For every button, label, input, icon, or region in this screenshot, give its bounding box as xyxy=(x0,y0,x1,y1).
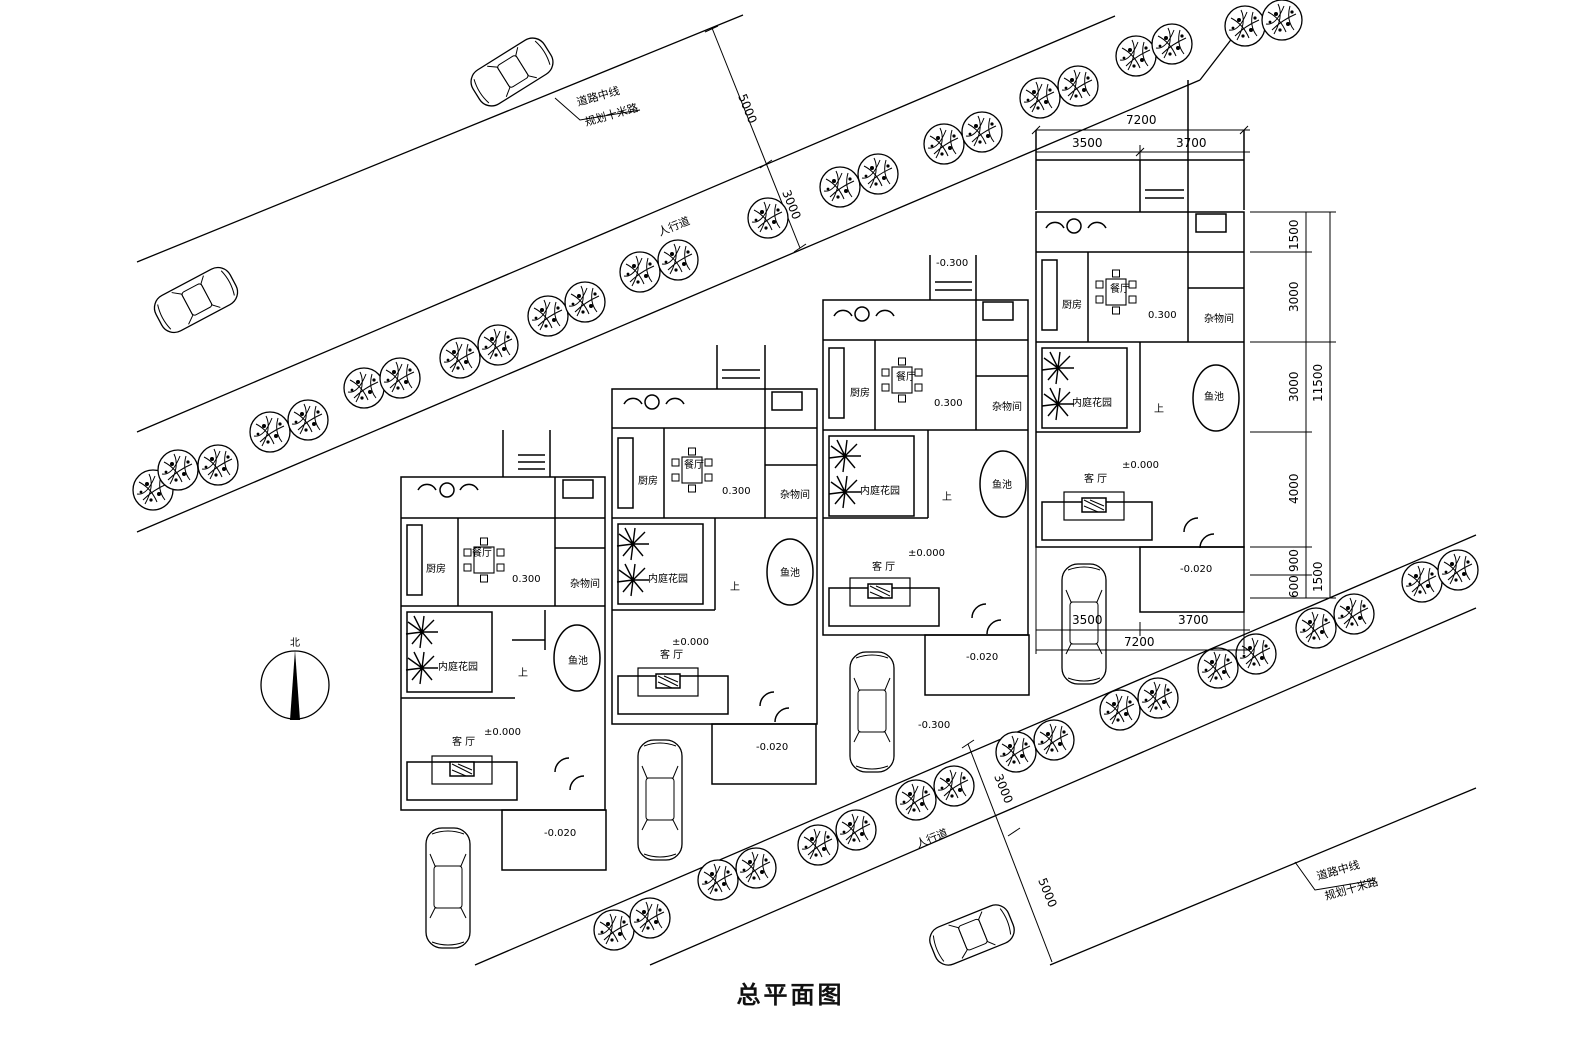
south-road-dimensions xyxy=(961,739,1053,963)
unit-4 xyxy=(1035,80,1245,613)
unit-1-kitchen-label: 厨房 xyxy=(426,562,446,575)
unit-4-side-dimensions xyxy=(1250,211,1336,599)
unit-2-living-label: 客 厅 xyxy=(660,648,683,661)
unit-2-storage-label: 杂物间 xyxy=(780,488,810,501)
unit-1-palm-1 xyxy=(405,615,439,649)
unit-4-palm-1 xyxy=(1041,351,1075,385)
dim-width-3500-top: 3500 xyxy=(1072,136,1103,150)
unit-4-kitchen-label: 厨房 xyxy=(1062,298,1082,311)
unit-1-level-living: ±0.000 xyxy=(484,727,521,738)
dim-depth-600: 600 xyxy=(1287,575,1301,598)
road-centerline-label-north: 道路中线 xyxy=(575,83,621,109)
dim-depth-900: 900 xyxy=(1287,549,1301,572)
unit-1-dining-label: 餐厅 xyxy=(472,546,492,559)
unit-4-level-living: ±0.000 xyxy=(1122,460,1159,471)
unit-3-courtyard-label: 内庭花园 xyxy=(860,484,900,497)
unit-1-dining-table xyxy=(463,537,505,583)
unit-3-level-living: ±0.000 xyxy=(908,548,945,559)
unit-3-car xyxy=(849,651,895,773)
unit-2-pond-label: 鱼池 xyxy=(780,566,800,579)
unit-4-living-sofa xyxy=(1063,491,1125,521)
unit-4-storage-label: 杂物间 xyxy=(1204,312,1234,325)
unit-3-pond-label: 鱼池 xyxy=(992,478,1012,491)
unit-1-level-entry: -0.020 xyxy=(544,828,576,839)
road-label-leader-south xyxy=(1294,861,1376,891)
unit-2-living-sofa xyxy=(637,667,699,697)
unit-3 xyxy=(822,255,1030,696)
unit-3-level-front: -0.300 xyxy=(918,720,950,731)
unit-1-up-label: 上 xyxy=(518,667,528,679)
dim-road-5000-north: 5000 xyxy=(735,92,759,126)
dim-depth-3000b: 3000 xyxy=(1287,371,1301,402)
dim-width-3700-bottom: 3700 xyxy=(1178,613,1209,627)
unit-1-living-sofa xyxy=(431,755,493,785)
unit-1-courtyard-label: 内庭花园 xyxy=(438,660,478,673)
dim-width-3500-bottom: 3500 xyxy=(1072,613,1103,627)
unit-2-up-label: 上 xyxy=(730,581,740,593)
dim-depth-1500: 1500 xyxy=(1287,219,1301,250)
unit-2-kitchen-label: 厨房 xyxy=(638,474,658,487)
road-north xyxy=(136,14,1251,533)
unit-3-living-sofa xyxy=(849,577,911,607)
unit-4-dining-label: 餐厅 xyxy=(1110,282,1130,295)
unit-1-storage-label: 杂物间 xyxy=(570,577,600,590)
trees-north xyxy=(132,0,1303,511)
unit-4-living-label: 客 厅 xyxy=(1084,472,1107,485)
north-label: 北 xyxy=(290,637,300,649)
car-road-south xyxy=(924,900,1020,970)
dim-width-7200-bottom: 7200 xyxy=(1124,635,1155,649)
unit-3-palm-2 xyxy=(828,475,862,509)
dim-road-5000-south: 5000 xyxy=(1035,876,1059,910)
unit-4-palm-2 xyxy=(1041,387,1075,421)
unit-2-palm-1 xyxy=(616,527,650,561)
unit-2-palm-2 xyxy=(616,563,650,597)
unit-4-bottom-dimensions xyxy=(1035,540,1250,654)
road-south xyxy=(474,534,1477,966)
page-title: 总平面图 xyxy=(736,981,845,1009)
unit-1-palm-2 xyxy=(405,651,439,685)
unit-1-level-dining: 0.300 xyxy=(512,574,541,585)
unit-3-dining-label: 餐厅 xyxy=(896,370,916,383)
unit-2-level-dining: 0.300 xyxy=(722,486,751,497)
unit-2 xyxy=(611,345,818,785)
unit-1 xyxy=(400,430,607,871)
dim-depth-3000a: 3000 xyxy=(1287,281,1301,312)
unit-3-kitchen-label: 厨房 xyxy=(850,386,870,399)
car-road-north-2 xyxy=(148,261,244,339)
unit-1-living-label: 客 厅 xyxy=(452,735,475,748)
north-arrow xyxy=(260,650,330,720)
unit-4-level-dining: 0.300 xyxy=(1148,310,1177,321)
unit-2-dining-label: 餐厅 xyxy=(684,458,704,471)
unit-3-up-label: 上 xyxy=(942,491,952,503)
unit-4-top-dimensions xyxy=(1031,125,1250,160)
unit-4-up-label: 上 xyxy=(1154,403,1164,415)
unit-3-living-label: 客 厅 xyxy=(872,560,895,573)
car-road-north-1 xyxy=(465,32,559,112)
dim-walk-3000-south: 3000 xyxy=(991,772,1015,806)
unit-2-level-living: ±0.000 xyxy=(672,637,709,648)
unit-1-pond-label: 鱼池 xyxy=(568,654,588,667)
unit-1-car xyxy=(425,827,471,949)
dim-depth-1500b: 1500 xyxy=(1311,561,1325,592)
sidewalk-label-south: 人行道 xyxy=(914,825,950,850)
unit-4-pond-label: 鱼池 xyxy=(1204,390,1224,403)
unit-4-courtyard-label: 内庭花园 xyxy=(1072,396,1112,409)
unit-2-car xyxy=(637,739,683,861)
unit-3-level-entry: -0.020 xyxy=(966,652,998,663)
unit-3-storage-label: 杂物间 xyxy=(992,400,1022,413)
unit-2-level-entry: -0.020 xyxy=(756,742,788,753)
unit-3-level-back: -0.300 xyxy=(936,258,968,269)
dim-width-3700-top: 3700 xyxy=(1176,136,1207,150)
dim-depth-11500: 11500 xyxy=(1311,364,1325,402)
road-label-leader-north xyxy=(554,97,641,121)
unit-2-courtyard-label: 内庭花园 xyxy=(648,572,688,585)
unit-3-palm-1 xyxy=(828,439,862,473)
dim-depth-4000: 4000 xyxy=(1287,473,1301,504)
unit-4-level-entry: -0.020 xyxy=(1180,564,1212,575)
dim-width-7200-top: 7200 xyxy=(1126,113,1157,127)
sidewalk-label-north: 人行道 xyxy=(656,213,692,238)
unit-3-level-dining: 0.300 xyxy=(934,398,963,409)
road-centerline-label-south: 道路中线 xyxy=(1315,857,1361,883)
